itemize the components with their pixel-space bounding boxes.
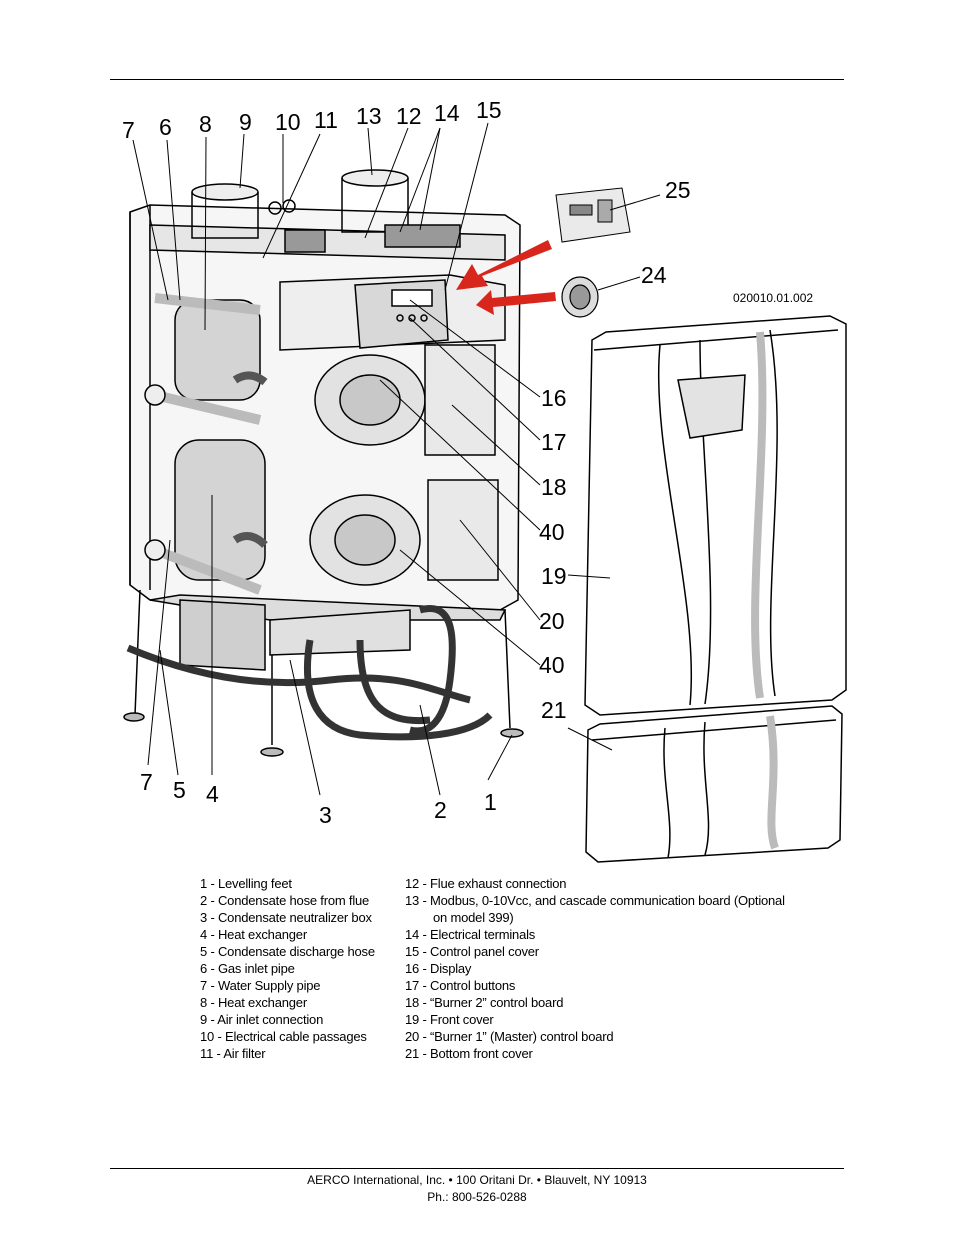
legend-item: 12 - Flue exhaust connection [405, 876, 567, 891]
bottom-front-cover [585, 705, 843, 863]
legend-item: 8 - Heat exchanger [200, 995, 307, 1010]
legend-item: 17 - Control buttons [405, 978, 516, 993]
footer-phone: Ph.: 800-526-0288 [427, 1190, 527, 1204]
callout-24: 24 [641, 262, 667, 288]
callout-18: 18 [541, 474, 567, 500]
boiler-cabinet [123, 169, 524, 757]
legend-left-column: 1 - Levelling feet 2 - Condensate hose f… [200, 875, 375, 1062]
legend-item-continuation: on model 399) [433, 910, 514, 925]
callout-3: 3 [319, 802, 332, 828]
legend-item: 14 - Electrical terminals [405, 927, 536, 942]
callout-16: 16 [541, 385, 567, 411]
legend-item: 10 - Electrical cable passages [200, 1029, 367, 1044]
callout-40-lower: 40 [539, 652, 565, 678]
callout-14: 14 [434, 100, 460, 126]
leader-lines [132, 122, 661, 796]
callout-8: 8 [199, 111, 212, 137]
callout-13: 13 [356, 103, 382, 129]
callout-12: 12 [396, 103, 422, 129]
header-rule [110, 79, 844, 80]
callout-19: 19 [541, 563, 567, 589]
callout-10: 10 [275, 109, 301, 135]
legend-item: 5 - Condensate discharge hose [200, 944, 375, 959]
legend-item: 11 - Air filter [200, 1046, 266, 1061]
legend-item: 16 - Display [405, 961, 472, 976]
part-25-board [555, 187, 631, 243]
callout-17: 17 [541, 429, 567, 455]
callout-9: 9 [239, 109, 252, 135]
legend-item: 2 - Condensate hose from flue [200, 893, 370, 908]
legend-item: 1 - Levelling feet [200, 876, 292, 891]
legend-item: 9 - Air inlet connection [200, 1012, 324, 1027]
callout-40-upper: 40 [539, 519, 565, 545]
legend-item: 4 - Heat exchanger [200, 927, 307, 942]
part-24-connector [561, 276, 599, 318]
legend-item: 6 - Gas inlet pipe [200, 961, 295, 976]
callout-7-top: 7 [122, 117, 135, 143]
callout-4: 4 [206, 781, 219, 807]
legend-item: 19 - Front cover [405, 1012, 494, 1027]
legend-item: 13 - Modbus, 0-10Vcc, and cascade commun… [405, 893, 785, 908]
footer-rule [110, 1168, 844, 1169]
legend-item: 15 - Control panel cover [405, 944, 539, 959]
callout-21: 21 [541, 697, 567, 723]
red-arrows [456, 240, 556, 315]
callout-11: 11 [314, 107, 338, 133]
condensate-hoses [126, 604, 493, 741]
front-cover [584, 315, 847, 716]
callout-1: 1 [484, 789, 497, 815]
footer-address: AERCO International, Inc. • 100 Oritani … [307, 1173, 647, 1187]
legend-right-column: 12 - Flue exhaust connection 13 - Modbus… [405, 875, 785, 1062]
callout-2: 2 [434, 797, 447, 823]
callout-20: 20 [539, 608, 565, 634]
callout-25: 25 [665, 177, 691, 203]
legend-item: 21 - Bottom front cover [405, 1046, 533, 1061]
callout-6: 6 [159, 114, 172, 140]
callout-5: 5 [173, 777, 186, 803]
legend-item: 20 - “Burner 1” (Master) control board [405, 1029, 614, 1044]
boiler-exploded-diagram: 7 6 8 9 10 11 13 12 14 15 25 24 020010.0… [122, 97, 847, 863]
callout-15: 15 [476, 97, 502, 123]
callout-labels: 7 6 8 9 10 11 13 12 14 15 25 24 020010.0… [122, 97, 813, 828]
legend-item: 18 - “Burner 2” control board [405, 995, 564, 1010]
callout-7-bottom: 7 [140, 769, 153, 795]
legend-item: 7 - Water Supply pipe [200, 978, 321, 993]
figure-id-code: 020010.01.002 [733, 291, 813, 305]
legend-item: 3 - Condensate neutralizer box [200, 910, 372, 925]
